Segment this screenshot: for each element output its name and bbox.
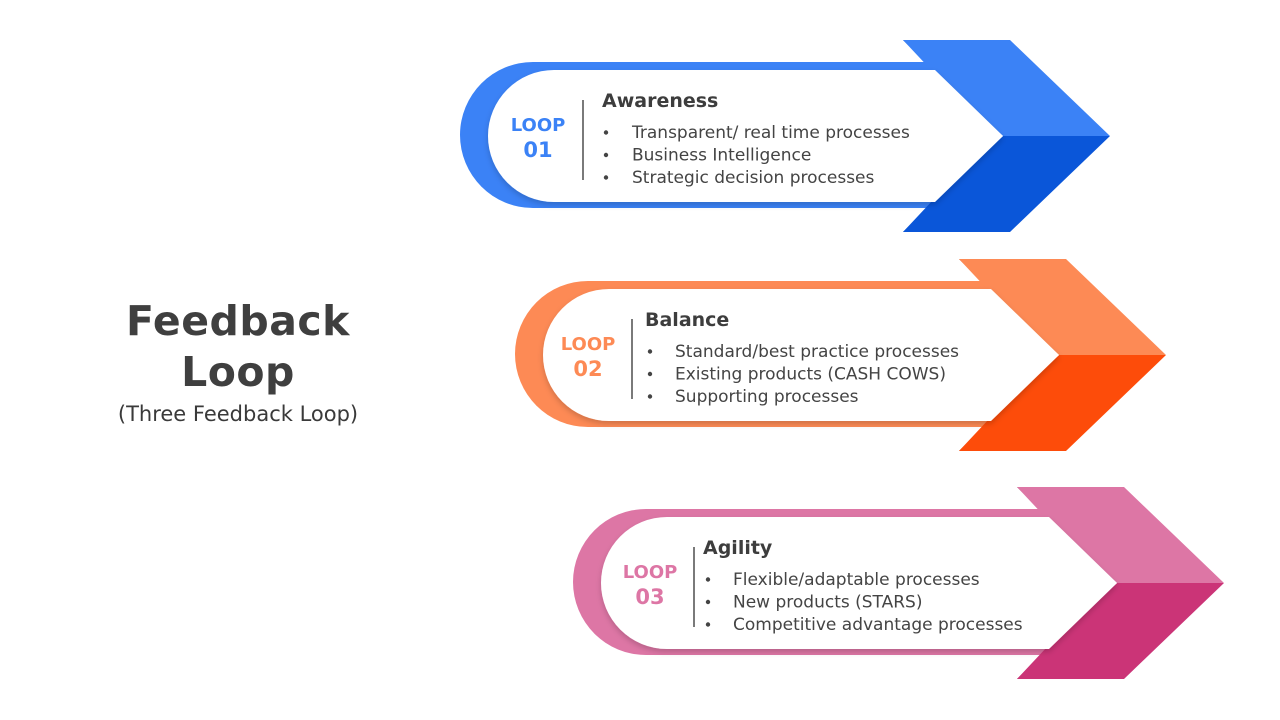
bullet-icon xyxy=(603,175,609,180)
bullet-icon xyxy=(705,622,711,627)
bullet-icon xyxy=(603,130,609,135)
chevron-bottom xyxy=(903,136,1110,232)
title-block: Feedback Loop (Three Feedback Loop) xyxy=(40,296,436,428)
chevron-bottom xyxy=(1017,583,1224,679)
loop-item: Flexible/adaptable processes xyxy=(733,570,980,590)
loop-card xyxy=(488,70,1003,202)
loop-heading: Awareness xyxy=(602,90,718,112)
chevron-top xyxy=(959,259,1166,355)
loop-item: Standard/best practice processes xyxy=(675,342,959,362)
loop-heading: Agility xyxy=(703,537,773,559)
bullet-icon xyxy=(647,349,653,354)
loop-label-word: LOOP xyxy=(511,115,566,136)
loop-card xyxy=(543,289,1059,421)
loop-number: 01 xyxy=(523,138,552,162)
bullet-icon xyxy=(705,599,711,605)
title-line-2: Loop xyxy=(181,348,295,396)
loop-item: Existing products (CASH COWS) xyxy=(675,365,946,385)
bullet-icon xyxy=(647,394,653,399)
loop-item: Business Intelligence xyxy=(632,146,811,166)
subtitle: (Three Feedback Loop) xyxy=(117,402,359,426)
loop-heading: Balance xyxy=(645,309,729,331)
title-line-1: Feedback xyxy=(126,297,350,345)
loop-label-word: LOOP xyxy=(623,562,678,583)
bullet-icon xyxy=(647,371,653,377)
chevron-bottom xyxy=(959,355,1166,451)
loop-item: Supporting processes xyxy=(675,387,859,407)
loop-item: New products (STARS) xyxy=(733,593,922,613)
chevron-top xyxy=(903,40,1110,136)
bullet-icon xyxy=(603,152,609,158)
loop-item: Transparent/ real time processes xyxy=(631,123,910,143)
loop-label-word: LOOP xyxy=(561,334,616,355)
bullet-icon xyxy=(705,577,711,582)
loop-number: 02 xyxy=(573,357,602,381)
loop-item: Competitive advantage processes xyxy=(733,615,1023,635)
loop-number: 03 xyxy=(635,585,664,609)
loop-item: Strategic decision processes xyxy=(632,168,875,188)
chevron-top xyxy=(1017,487,1224,583)
loop-card xyxy=(601,517,1117,649)
